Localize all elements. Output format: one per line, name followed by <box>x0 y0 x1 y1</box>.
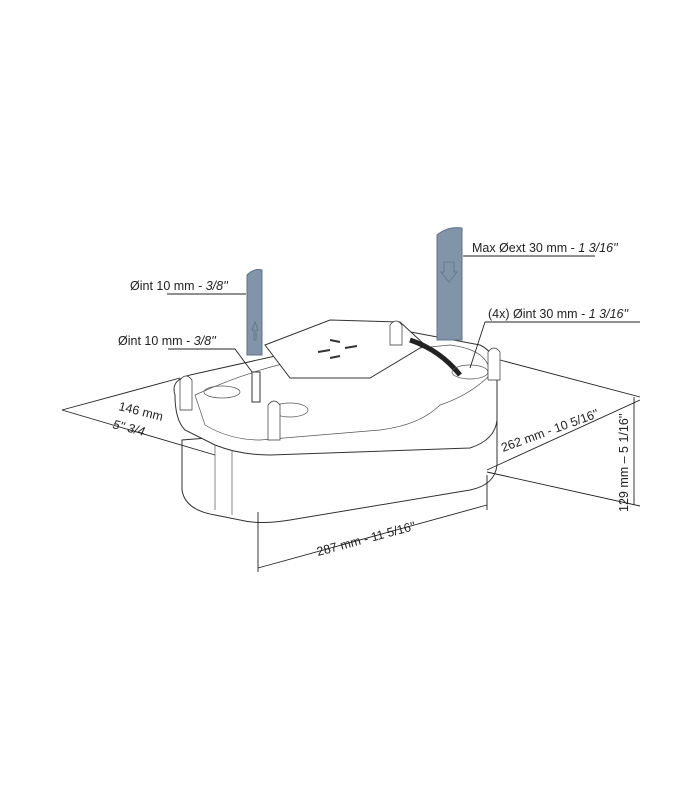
pump-body <box>173 319 501 523</box>
top-cross-mark <box>317 339 358 359</box>
depth-dimension <box>61 377 216 456</box>
inlet-pipe-label: Øint 10 mm - 3/8'' <box>130 279 228 293</box>
outlet-pipe <box>436 227 463 341</box>
arrow-down-icon <box>440 261 458 283</box>
length-label: 287 mm - 11 5/16'' <box>315 519 417 559</box>
inlet-pipe <box>246 269 263 356</box>
mounting-clips <box>179 320 501 441</box>
inlet-nozzle-label: Øint 10 mm - 3/8'' <box>118 334 216 348</box>
depth-label-in: 5'' 3/4 <box>111 417 146 438</box>
width-label: 262 mm - 10 5/16'' <box>499 407 600 455</box>
inlets-4x-label: (4x) Øint 30 mm - 1 3/16'' <box>488 307 629 321</box>
height-dimension <box>486 397 641 507</box>
length-dimension <box>257 475 488 572</box>
outlet-pipe-label: Max Øext 30 mm - 1 3/16'' <box>472 241 618 255</box>
width-dimension <box>486 359 641 471</box>
arrow-up-icon <box>251 320 259 341</box>
height-label: 129 mm – 5 1/16'' <box>617 413 631 512</box>
